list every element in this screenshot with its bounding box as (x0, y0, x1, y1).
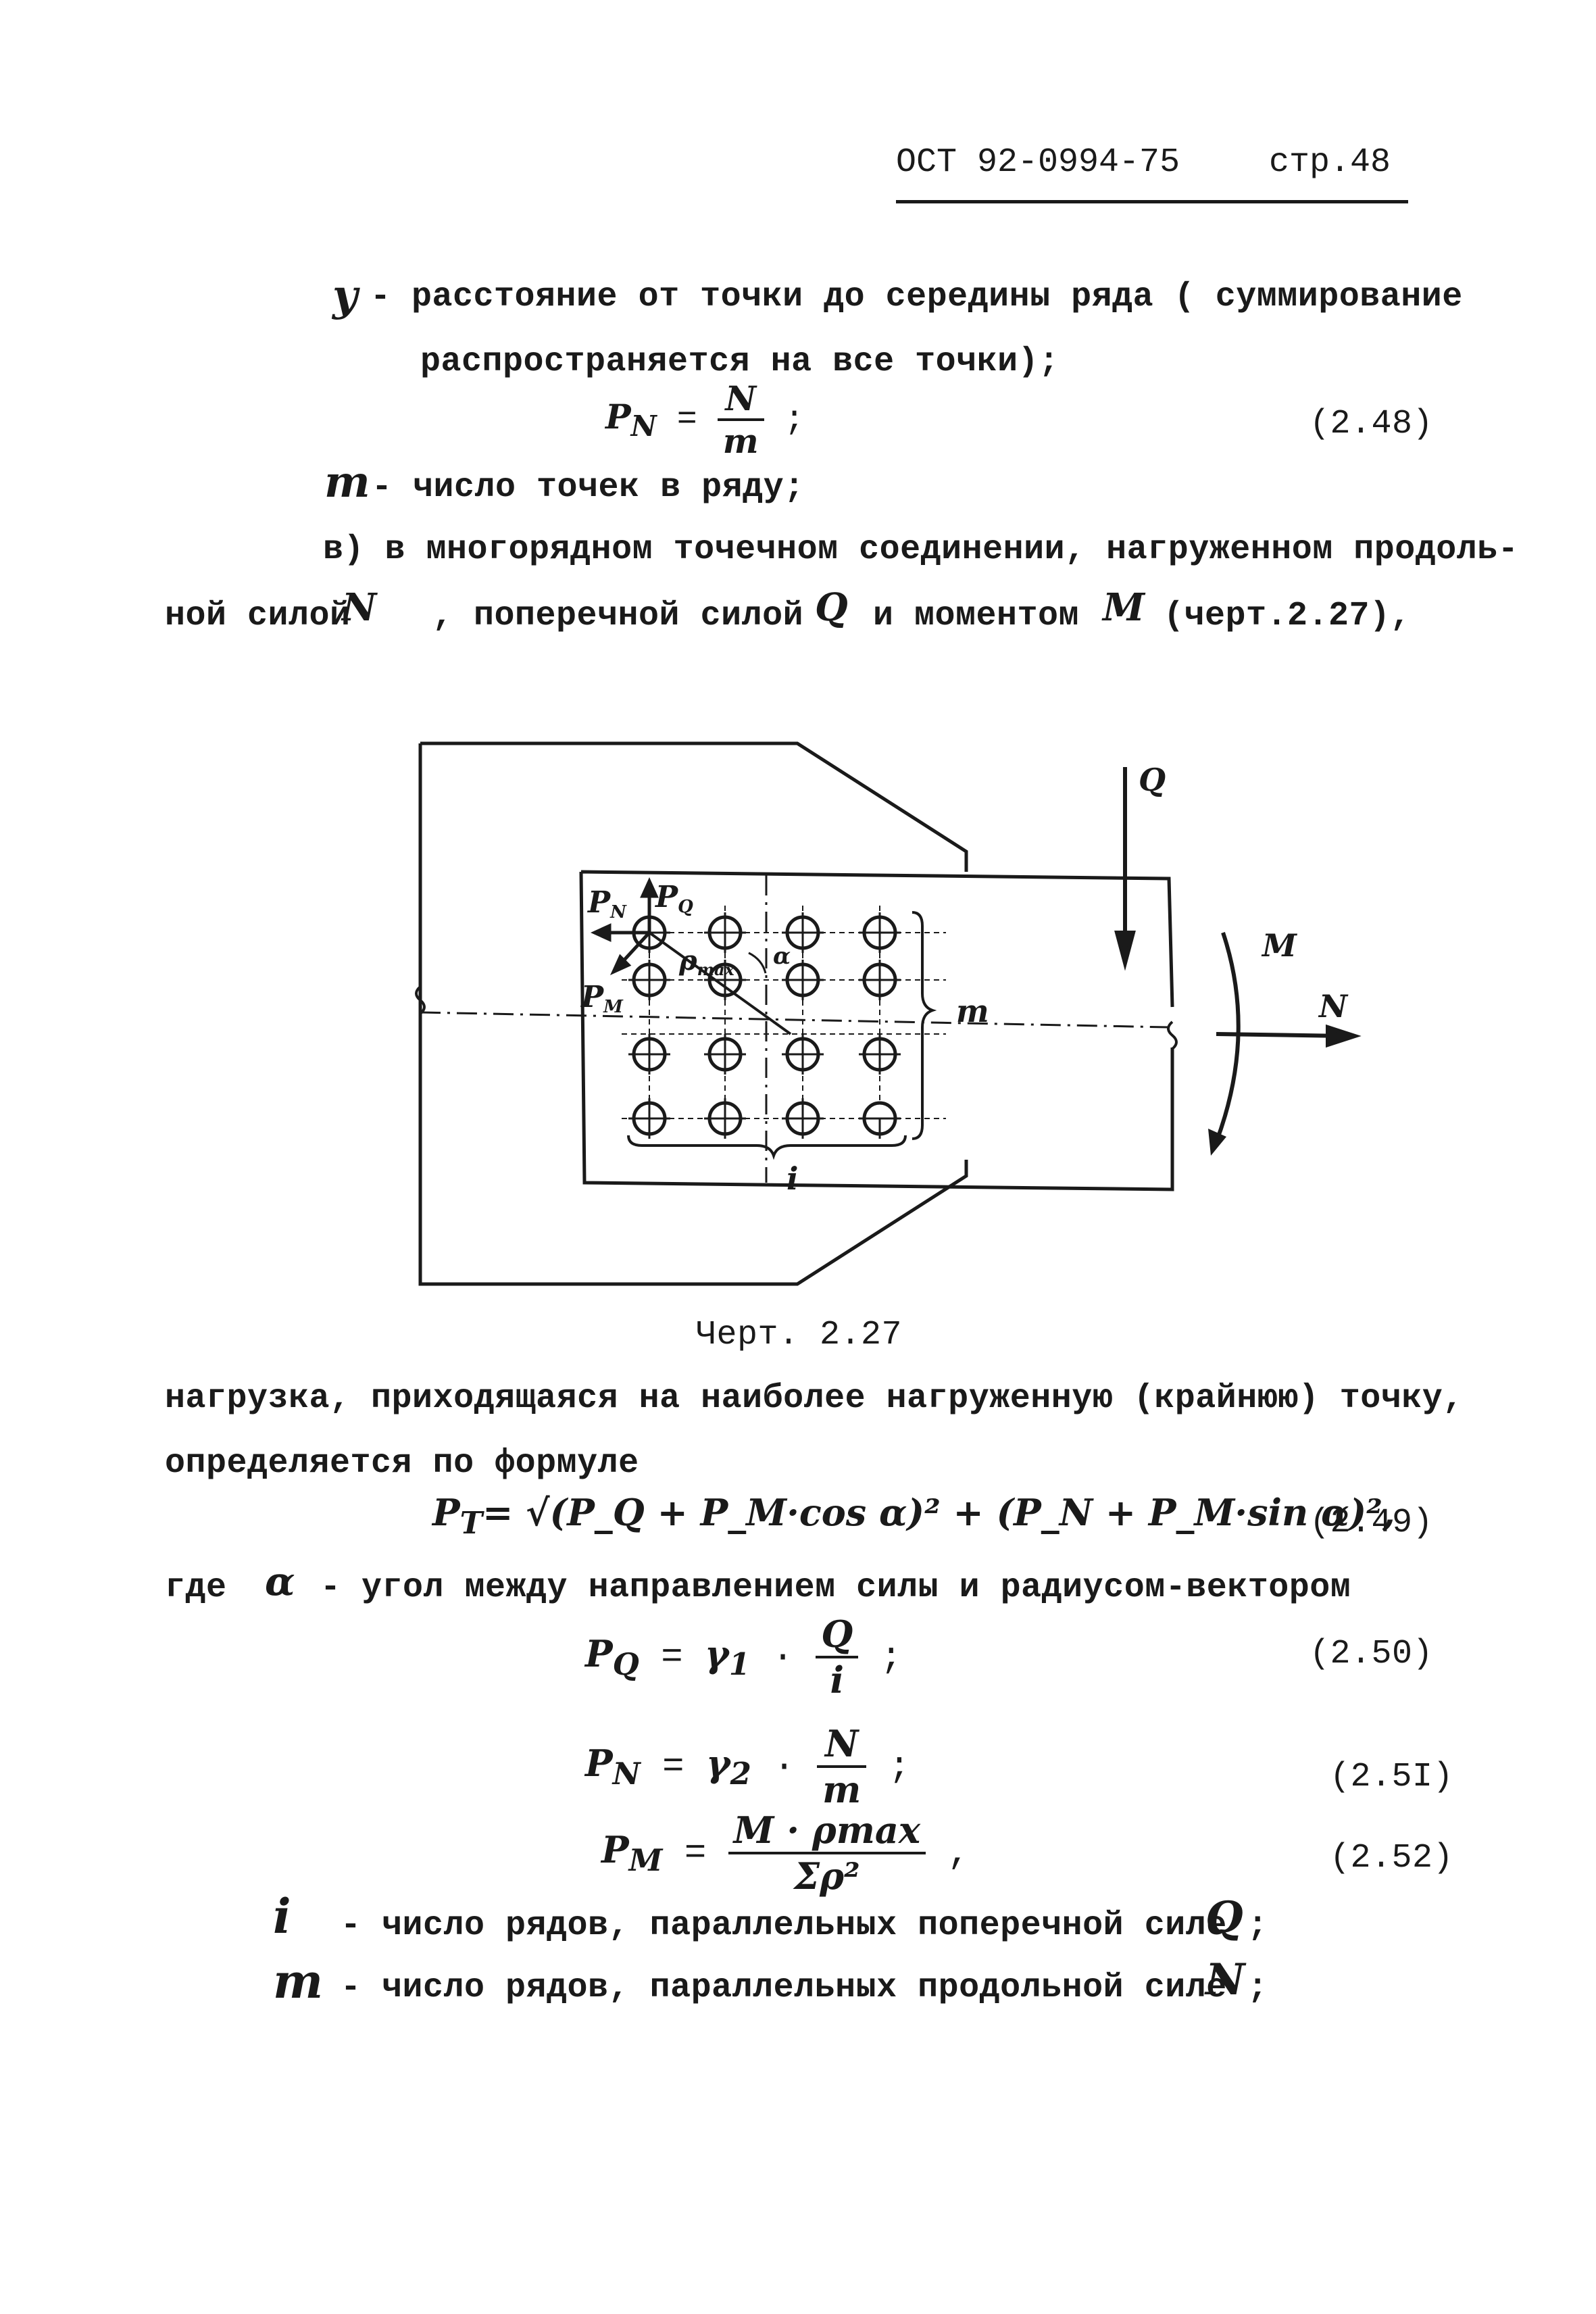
m2-force-N: N (1205, 1954, 1245, 2005)
weld-crosshairs (628, 912, 901, 1139)
brace-i (627, 1135, 907, 1160)
item-v-line2-c: и моментом (873, 597, 1080, 635)
centerline-axis (420, 1011, 1170, 1029)
item-v-line1: в) в многорядном точечном соединении, на… (323, 531, 1519, 569)
item-v-line2-d: (черт.2.27), (1164, 597, 1412, 635)
symbol-m: m (324, 457, 370, 508)
symbol-m-2: m (273, 1953, 324, 2009)
equation-number-2-51: (2.5I) (1330, 1758, 1454, 1796)
equation-number-2-49: (2.49) (1310, 1504, 1434, 1542)
item-v-force-Q: Q (815, 585, 848, 630)
label-PN: PN (587, 885, 627, 922)
item-v-force-N: N (342, 585, 377, 630)
equation-number-2-52: (2.52) (1330, 1839, 1454, 1877)
left-plate-bottom-edge (418, 743, 968, 1286)
symbol-y: у (332, 270, 359, 321)
body-line1: нагрузка, приходящаяся на наиболее нагру… (165, 1379, 1464, 1418)
symbol-alpha: α (265, 1558, 295, 1604)
i-definition: - число рядов, параллельных поперечной с… (341, 1906, 1227, 1945)
item-v-line2-b: , поперечной силой (432, 597, 804, 635)
body-line2: определяется по формуле (165, 1444, 639, 1483)
label-alpha: α (773, 943, 791, 970)
break-mark-left (415, 985, 426, 1015)
label-M: M (1261, 927, 1298, 964)
label-i: i (787, 1160, 798, 1197)
m2-end: ; (1247, 1969, 1268, 2007)
label-N: N (1318, 988, 1349, 1025)
page-number: стр.48 (1269, 143, 1391, 182)
item-v-line2-a: ной силой (165, 597, 351, 635)
symbol-i: i (273, 1888, 291, 1944)
figure-caption: Черт. 2.27 (696, 1316, 903, 1354)
equation-number-2-50: (2.50) (1310, 1635, 1434, 1673)
arrow-M (1214, 932, 1241, 1143)
label-PQ: PQ (654, 880, 693, 917)
i-force-Q: Q (1205, 1892, 1243, 1943)
figure-2-27: Q M N m i PN PQ PM ρmax α (415, 741, 1362, 1286)
radius-vector (648, 931, 792, 1035)
alpha-definition: - угол между направлением силы и радиусо… (320, 1569, 1351, 1607)
equation-number-2-48: (2.48) (1310, 405, 1434, 443)
label-Q: Q (1139, 762, 1166, 798)
header-rule (896, 200, 1408, 203)
y-definition-line1: - расстояние от точки до середины ряда (… (370, 278, 1463, 316)
left-plate-top-edge (420, 741, 968, 872)
m-definition: - число точек в ряду; (372, 468, 805, 507)
break-mark-right (1167, 1020, 1178, 1050)
arrow-N (1216, 1032, 1345, 1038)
item-v-moment-M: M (1103, 585, 1145, 630)
y-definition-line2: распространяется на все точки); (420, 343, 1059, 381)
m2-definition: - число рядов, параллельных продольной с… (341, 1969, 1227, 2007)
label-PM: PM (580, 980, 624, 1017)
grid-lines (622, 906, 946, 1142)
document-code: ОСТ 92-0994-75 (896, 143, 1180, 182)
where-label: где (165, 1569, 227, 1607)
angle-arc (748, 952, 767, 974)
label-rho-max: ρmax (678, 945, 735, 979)
right-plate (579, 870, 1174, 1191)
i-end: ; (1247, 1906, 1268, 1945)
label-m: m (956, 993, 989, 1029)
brace-m (912, 911, 937, 1140)
equation-2-49: PT= √(P_Q + P_M·cos α)² + (P_N + P_M·sin… (432, 1491, 1395, 1541)
